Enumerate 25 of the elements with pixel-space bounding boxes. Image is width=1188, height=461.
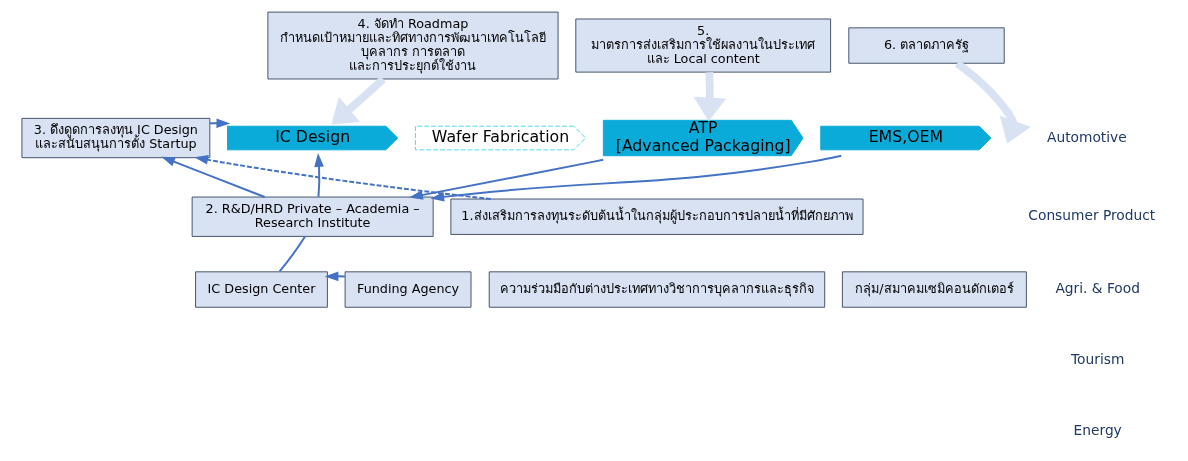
node-box: 3. ดึงดูดการลงทุน IC Design และสนับสนุนการตั้ง Startup	[21, 117, 211, 159]
label: Energy	[1073, 421, 1122, 438]
node-box: 5. มาตรการส่งเสริมการใช้ผลงานในประเทศ และ Local content	[575, 18, 832, 73]
arrow	[430, 154, 843, 202]
node-box: ความร่วมมือกับต่างประเทศทางวิชาการบุคลากรและธุรกิจ	[488, 271, 826, 308]
arrow	[409, 158, 605, 200]
connector	[278, 235, 306, 273]
node-box: กลุ่ม/สมาคมเซมิคอนดักเตอร์	[841, 271, 1027, 308]
label: Tourism	[1071, 351, 1125, 367]
label: Agri. & Food	[1055, 280, 1140, 297]
label: Automotive	[1047, 128, 1127, 145]
node-box: 4. จัดทำ Roadmap กำหนดเป้าหมายและทิศทางการพัฒนาเทคโนโลยี บุคลากร การตลาด และการประยุกต์ใช้งาน	[267, 11, 559, 80]
node-box: 6. ตลาดภาครัฐ	[848, 27, 1005, 64]
arrow	[324, 271, 346, 282]
label: Consumer Product	[1028, 207, 1156, 224]
node-box: 2. R&D/HRD Private – Academia – Research Institute	[191, 196, 434, 237]
arrow	[331, 76, 386, 125]
arrow	[161, 156, 266, 198]
node-box: 1.ส่งเสริมการลงทุนระดับต้นน้ำในกลุ่มผู้ประกอบการปลายน้ำที่มีศักยภาพ	[450, 198, 864, 235]
node-box: IC Design Center	[195, 271, 328, 308]
node-box: Funding Agency	[344, 271, 472, 308]
arrow	[954, 60, 1031, 144]
arrow	[194, 155, 492, 200]
arrow	[314, 153, 324, 198]
arrow	[693, 72, 727, 122]
